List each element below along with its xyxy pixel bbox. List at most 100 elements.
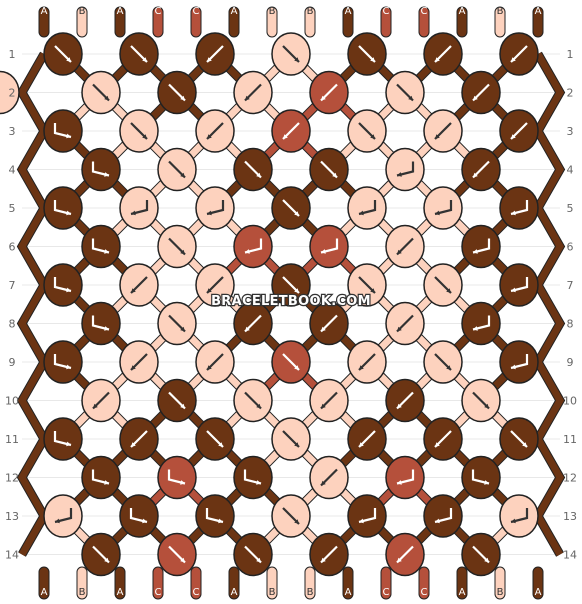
knot: [119, 109, 159, 153]
strand-letter-label: C: [193, 6, 200, 17]
arrow-head: [511, 134, 516, 139]
knot: [385, 378, 425, 423]
strand-letter-label: C: [421, 587, 428, 598]
knot: [43, 263, 83, 307]
knot: [157, 532, 197, 577]
strand-letter-label: A: [459, 6, 466, 17]
arrow-head: [321, 249, 326, 254]
knot: [499, 32, 539, 76]
knot: [43, 109, 83, 153]
knot-arrow-icon: [396, 469, 415, 485]
arrow-head: [294, 442, 299, 447]
watermark-text: BRACELETBOOK.COM: [211, 294, 371, 309]
row-number-left: 12: [5, 472, 19, 485]
row-number-left: 2: [9, 87, 16, 100]
knot: [423, 32, 463, 76]
knot: [81, 147, 121, 192]
strand-letter-label: C: [193, 587, 200, 598]
knot: [461, 147, 501, 192]
knot: [461, 224, 501, 269]
row-number-right: 11: [563, 433, 577, 446]
arrow-head: [104, 95, 109, 101]
knot: [499, 109, 539, 153]
arrow-head: [131, 365, 136, 370]
row-number-right: 1: [567, 48, 574, 61]
arrow-head: [207, 365, 212, 370]
arrow-head: [245, 95, 250, 101]
knot: [309, 147, 349, 192]
arrow-head: [66, 57, 71, 62]
knot: [157, 70, 197, 115]
strand-letter-label: C: [421, 6, 428, 17]
strand-letter-label: B: [79, 587, 86, 598]
arrow-head: [256, 172, 261, 178]
knot: [43, 417, 83, 461]
strand-letter-label: A: [117, 6, 124, 17]
arrow-head: [180, 95, 185, 101]
strand-letter-label: B: [497, 587, 504, 598]
strand-letter-label: B: [79, 6, 86, 17]
row-number-left: 11: [5, 433, 19, 446]
knot: [309, 455, 349, 500]
arrow-head: [321, 326, 326, 332]
arrow-head: [473, 326, 478, 331]
arrow-head: [473, 172, 478, 178]
arrow-head: [435, 57, 440, 62]
knot: [271, 340, 311, 384]
knot: [157, 378, 197, 423]
knot: [81, 224, 121, 269]
row-number-right: 8: [567, 318, 574, 331]
arrow-head: [397, 249, 402, 255]
strand-letter-label: A: [535, 6, 542, 17]
arrow-head: [66, 287, 71, 293]
knot: [81, 301, 121, 346]
knot-arrow-icon: [320, 238, 339, 254]
arrow-head: [104, 480, 109, 485]
knot: [461, 532, 501, 577]
knot: [233, 532, 273, 577]
knot: [309, 378, 349, 423]
row-number-right: 14: [563, 549, 577, 562]
arrow-head: [446, 288, 451, 293]
knot-arrow-icon: [471, 469, 490, 485]
knot: [499, 417, 539, 461]
arrow-head: [218, 442, 223, 447]
knot-arrow-icon: [434, 200, 453, 216]
arrow-head: [104, 326, 109, 331]
strand-letter-label: A: [231, 587, 238, 598]
knot: [499, 494, 539, 538]
knot: [347, 494, 387, 538]
row-number-left: 6: [9, 241, 16, 254]
knot: [157, 224, 197, 269]
arrow-head: [435, 442, 440, 447]
strand-letter-label: B: [307, 587, 314, 598]
knot-arrow-icon: [358, 200, 377, 216]
knot: [0, 72, 20, 115]
knot-arrow-icon: [206, 200, 225, 216]
arrow-head: [142, 134, 147, 139]
knot: [423, 417, 463, 461]
knot: [271, 32, 311, 76]
row-number-left: 13: [5, 510, 19, 523]
knot: [461, 378, 501, 423]
knot-arrow-icon: [91, 238, 110, 254]
arrow-head: [522, 442, 527, 447]
strand-letter-label: B: [269, 587, 276, 598]
knot: [461, 455, 501, 500]
knot: [347, 32, 387, 76]
arrow-head: [359, 442, 364, 447]
knot: [233, 378, 273, 423]
knot-arrow-icon: [510, 508, 529, 524]
knot: [423, 263, 463, 307]
arrow-head: [104, 172, 109, 177]
knot-arrow-icon: [510, 200, 529, 216]
knot: [157, 455, 197, 500]
arrow-head: [180, 480, 185, 485]
arrow-head: [473, 249, 478, 254]
strand-letter-label: A: [345, 587, 352, 598]
row-number-left: 9: [9, 356, 16, 369]
knot: [195, 32, 235, 76]
arrow-head: [321, 403, 326, 409]
knot: [347, 417, 387, 461]
knot: [271, 263, 311, 307]
